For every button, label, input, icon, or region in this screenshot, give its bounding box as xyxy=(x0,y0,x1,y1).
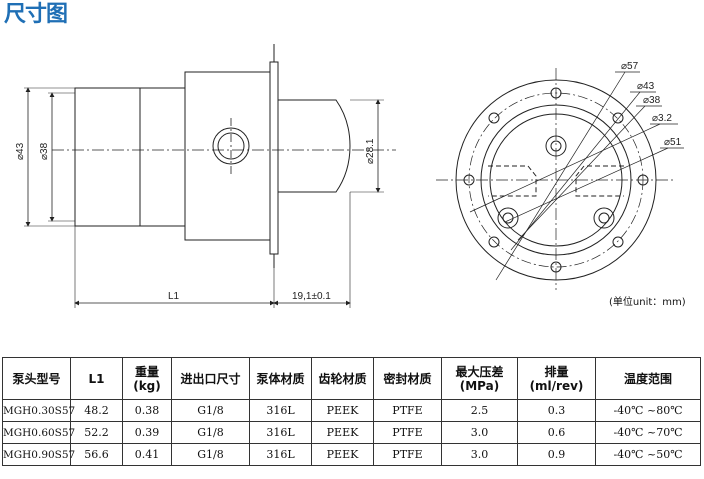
table-cell: 0.6 xyxy=(517,421,596,444)
table-cell: -40℃ ~80℃ xyxy=(595,399,701,422)
table-cell: 316L xyxy=(249,421,312,444)
label-dia-38: ⌀38 xyxy=(39,142,50,160)
table-cell: MGH0.90S57 xyxy=(2,443,75,466)
table-cell: 0.3 xyxy=(517,399,596,422)
label-dia-28-1: ⌀28.1 xyxy=(365,138,376,164)
unit-note: (单位unit：mm) xyxy=(609,297,686,308)
motor-body xyxy=(74,87,186,227)
label-front-dia-43: ⌀43 xyxy=(637,81,655,92)
label-19-1: 19,1±0.1 xyxy=(292,291,331,302)
column-header-text: 温度范围 xyxy=(623,371,672,386)
column-header-text: 泵头型号 xyxy=(12,371,61,386)
column-header: 重量(kg) xyxy=(122,357,172,400)
label-front-dia-3-2: ⌀3.2 xyxy=(652,113,672,124)
table-cell: MGH0.60S57 xyxy=(2,421,75,444)
port-outer xyxy=(212,127,250,165)
table-cell: 52.2 xyxy=(70,421,123,444)
column-header: 泵体材质 xyxy=(249,357,312,400)
table-cell: 56.6 xyxy=(70,443,123,466)
table-cell: 48.2 xyxy=(70,399,123,422)
column-header: 最大压差(MPa) xyxy=(441,357,518,400)
column-header-text: 进出口尺寸 xyxy=(180,371,241,386)
table-cell: 316L xyxy=(249,443,312,466)
column-header-text: 排量 xyxy=(544,364,569,379)
table-cell: 3.0 xyxy=(441,443,518,466)
table-cell: PTFE xyxy=(373,443,442,466)
column-header-text: L1 xyxy=(88,371,105,386)
table-cell: 0.39 xyxy=(122,421,172,444)
table-cell: PEEK xyxy=(311,399,374,422)
table-cell: -40℃ ~70℃ xyxy=(595,421,701,444)
column-header: 密封材质 xyxy=(373,357,442,400)
column-header-text: 密封材质 xyxy=(383,371,432,386)
table-cell: 316L xyxy=(249,399,312,422)
label-front-dia-51: ⌀51 xyxy=(664,137,682,148)
table-cell: PEEK xyxy=(311,443,374,466)
label-front-dia-57: ⌀57 xyxy=(621,61,639,72)
table-cell: 0.38 xyxy=(122,399,172,422)
table-cell: PTFE xyxy=(373,399,442,422)
table-cell: G1/8 xyxy=(171,399,250,422)
table-cell: PEEK xyxy=(311,421,374,444)
column-header: L1 xyxy=(70,357,123,400)
column-header: 温度范围 xyxy=(595,357,701,400)
page-title: 尺寸图 xyxy=(4,2,68,27)
column-header-text: (MPa) xyxy=(459,378,500,393)
column-header-text: 最大压差 xyxy=(455,364,504,379)
column-header: 泵头型号 xyxy=(2,357,71,400)
table-cell: G1/8 xyxy=(171,443,250,466)
port-inner xyxy=(217,132,245,160)
table-cell: 2.5 xyxy=(441,399,518,422)
connector-body xyxy=(184,71,271,241)
table-cell: 3.0 xyxy=(441,421,518,444)
label-dia-43: ⌀43 xyxy=(15,142,26,160)
label-l1: L1 xyxy=(168,291,180,302)
front-view xyxy=(436,68,684,290)
column-header: 进出口尺寸 xyxy=(171,357,250,400)
table-cell: G1/8 xyxy=(171,421,250,444)
table-cell: 0.41 xyxy=(122,443,172,466)
column-header-text: 齿轮材质 xyxy=(318,371,367,386)
label-front-dia-38: ⌀38 xyxy=(643,95,661,106)
column-header-text: (kg) xyxy=(133,378,161,393)
table-cell: PTFE xyxy=(373,421,442,444)
column-header-text: (ml/rev) xyxy=(529,378,584,393)
table-cell: MGH0.30S57 xyxy=(2,399,75,422)
pump-head xyxy=(277,99,351,193)
column-header-text: 泵体材质 xyxy=(256,371,305,386)
column-header: 齿轮材质 xyxy=(311,357,374,400)
column-header-text: 重量 xyxy=(134,364,159,379)
dimension-drawing: ⌀43 ⌀38 ⌀28.1 L1 19,1±0.1 xyxy=(15,44,684,308)
table-cell: 0.9 xyxy=(517,443,596,466)
table-cell: -40℃ ~50℃ xyxy=(595,443,701,466)
side-view xyxy=(24,44,396,308)
flange xyxy=(269,61,279,255)
column-header: 排量(ml/rev) xyxy=(517,357,596,400)
